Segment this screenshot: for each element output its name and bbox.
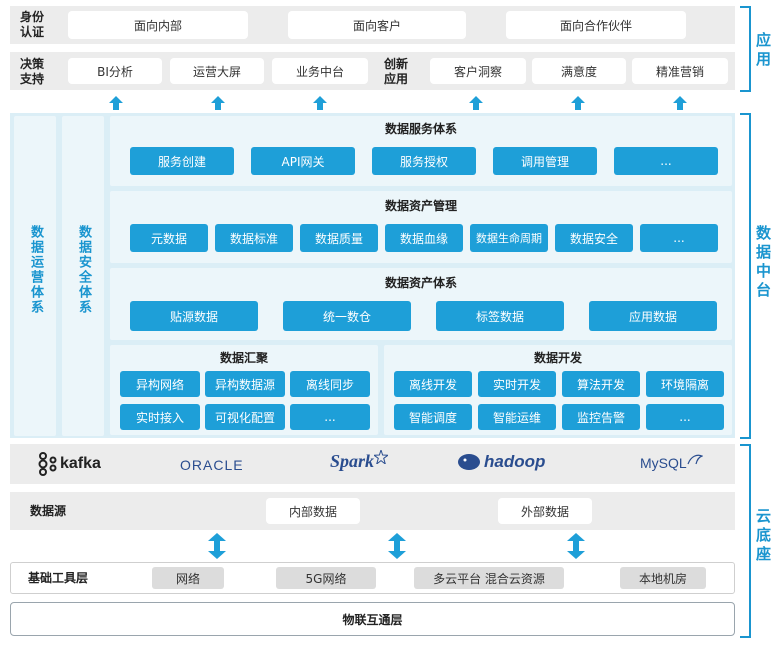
service-more-button[interactable]: ...: [614, 147, 718, 175]
gather-title: 数据汇聚: [219, 351, 268, 365]
innovation-satisfaction[interactable]: 满意度: [532, 58, 626, 84]
ops-system-column: [14, 116, 56, 436]
data-quality-button[interactable]: 数据质量: [300, 224, 378, 252]
service-auth-button[interactable]: 服务授权: [372, 147, 476, 175]
spark-text: Spark: [330, 451, 375, 471]
algo-dev-button[interactable]: 算法开发: [562, 371, 640, 397]
tech-logo-row: [10, 444, 735, 484]
iot-layer: 物联互通层: [10, 602, 735, 636]
identity-customer[interactable]: 面向客户: [288, 11, 466, 39]
develop-more-button[interactable]: ...: [646, 404, 724, 430]
cloud-bracket: [740, 444, 751, 638]
cloud-bracket-label: 云底座: [754, 508, 772, 565]
realtime-access-button[interactable]: 实时接入: [120, 404, 200, 430]
decision-midplatform[interactable]: 业务中台: [272, 58, 368, 84]
multicloud-box[interactable]: 多云平台 混合云资源: [414, 567, 564, 589]
gather-more-button[interactable]: ...: [290, 404, 370, 430]
middle-bracket: [740, 113, 751, 439]
asset-mgmt-title: 数据资产管理: [384, 199, 457, 213]
decision-label: 决策 支持: [20, 57, 45, 86]
innovation-marketing[interactable]: 精准营销: [632, 58, 728, 84]
iot-label: 物联互通层: [342, 612, 403, 627]
data-security-button[interactable]: 数据安全: [555, 224, 633, 252]
source-data-button[interactable]: 贴源数据: [130, 301, 258, 331]
5g-network-box[interactable]: 5G网络: [276, 567, 376, 589]
offline-dev-button[interactable]: 离线开发: [394, 371, 472, 397]
innovation-label: 创新 应用: [384, 57, 409, 86]
data-standard-button[interactable]: 数据标准: [215, 224, 293, 252]
up-arrow-icon: [571, 96, 585, 110]
middle-bracket-label: 数据中台: [754, 225, 772, 301]
oracle-text: ORACLE: [180, 457, 244, 473]
datasource-row: [10, 492, 735, 530]
up-arrow-icon: [313, 96, 327, 110]
visual-config-button[interactable]: 可视化配置: [205, 404, 285, 430]
unified-warehouse-button[interactable]: 统一数仓: [283, 301, 411, 331]
smart-ops-button[interactable]: 智能运维: [478, 404, 556, 430]
local-datacenter-box[interactable]: 本地机房: [620, 567, 706, 589]
hadoop-text: hadoop: [484, 452, 546, 471]
network-box[interactable]: 网络: [152, 567, 224, 589]
tag-data-button[interactable]: 标签数据: [436, 301, 564, 331]
identity-label: 身份 认证: [20, 10, 45, 39]
monitor-alert-button[interactable]: 监控告警: [562, 404, 640, 430]
hetero-network-button[interactable]: 异构网络: [120, 371, 200, 397]
kafka-logo: kafka: [37, 452, 101, 476]
app-data-button[interactable]: 应用数据: [589, 301, 717, 331]
asset-system-title: 数据资产体系: [384, 276, 457, 290]
elephant-icon: [458, 454, 480, 470]
dolphin-icon: [687, 454, 703, 465]
innovation-insight[interactable]: 客户洞察: [430, 58, 526, 84]
api-gateway-button[interactable]: API网关: [251, 147, 355, 175]
external-data-box[interactable]: 外部数据: [498, 498, 592, 524]
decision-bi[interactable]: BI分析: [68, 58, 162, 84]
spark-logo: Spark: [330, 449, 389, 472]
service-create-button[interactable]: 服务创建: [130, 147, 234, 175]
decision-screen[interactable]: 运营大屏: [170, 58, 264, 84]
call-mgmt-button[interactable]: 调用管理: [493, 147, 597, 175]
offline-sync-button[interactable]: 离线同步: [290, 371, 370, 397]
identity-partner[interactable]: 面向合作伙伴: [506, 11, 686, 39]
data-lifecycle-button[interactable]: 数据生命周期: [470, 224, 548, 252]
infra-label: 基础工具层: [28, 570, 89, 585]
app-bracket: [740, 6, 751, 92]
up-arrow-icon: [469, 96, 483, 110]
oracle-logo: ORACLE: [180, 457, 244, 473]
ops-system-label: 数据运营体系: [28, 225, 43, 315]
env-isolation-button[interactable]: 环境隔离: [646, 371, 724, 397]
mysql-text: MySQL: [640, 455, 687, 471]
hetero-source-button[interactable]: 异构数据源: [205, 371, 285, 397]
security-system-label: 数据安全体系: [76, 225, 91, 315]
up-arrow-icon: [673, 96, 687, 110]
star-icon: [374, 449, 389, 464]
kafka-icon: [38, 452, 57, 476]
kafka-text: kafka: [60, 455, 101, 472]
develop-title: 数据开发: [533, 351, 582, 365]
realtime-dev-button[interactable]: 实时开发: [478, 371, 556, 397]
double-arrow-icon: [567, 533, 585, 559]
asset-mgmt-more-button[interactable]: ...: [640, 224, 718, 252]
internal-data-box[interactable]: 内部数据: [266, 498, 360, 524]
hadoop-logo: hadoop: [456, 452, 545, 472]
metadata-button[interactable]: 元数据: [130, 224, 208, 252]
app-bracket-label: 应用: [754, 32, 772, 70]
mysql-logo: MySQL: [640, 454, 703, 471]
smart-schedule-button[interactable]: 智能调度: [394, 404, 472, 430]
up-arrow-icon: [109, 96, 123, 110]
data-lineage-button[interactable]: 数据血缘: [385, 224, 463, 252]
up-arrow-icon: [211, 96, 225, 110]
double-arrow-icon: [388, 533, 406, 559]
datasource-label: 数据源: [30, 503, 67, 518]
security-system-column: [62, 116, 104, 436]
double-arrow-icon: [208, 533, 226, 559]
service-title: 数据服务体系: [384, 122, 457, 136]
identity-internal[interactable]: 面向内部: [68, 11, 248, 39]
